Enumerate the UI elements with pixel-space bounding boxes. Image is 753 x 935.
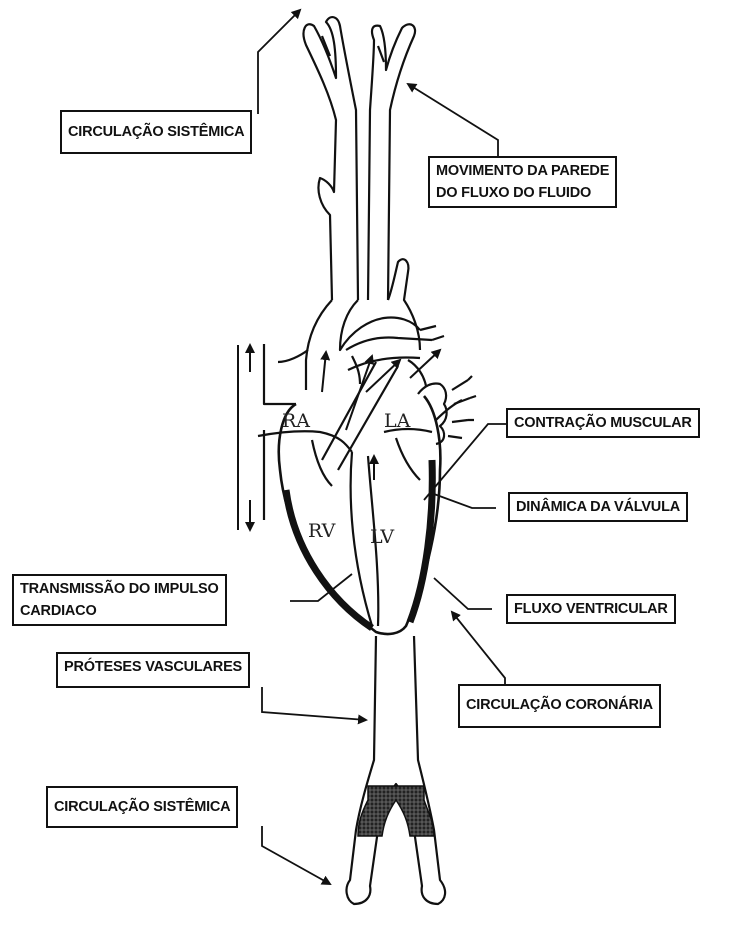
label-text-line1: MOVIMENTO DA PAREDE xyxy=(436,160,609,182)
label-movimento-parede: MOVIMENTO DA PAREDE DO FLUXO DO FLUIDO xyxy=(428,156,617,208)
label-proteses-vasculares: PRÓTESES VASCULARES xyxy=(56,652,250,688)
label-text: DINÂMICA DA VÁLVULA xyxy=(516,496,680,518)
heart xyxy=(258,344,476,634)
label-fluxo-ventricular: FLUXO VENTRICULAR xyxy=(506,594,676,624)
label-text-line2: DO FLUXO DO FLUIDO xyxy=(436,182,609,204)
label-text: CIRCULAÇÃO SISTÊMICA xyxy=(68,121,244,143)
label-text: CONTRAÇÃO MUSCULAR xyxy=(514,412,692,434)
flow-arrows xyxy=(238,345,440,530)
label-text: CIRCULAÇÃO SISTÊMICA xyxy=(54,796,230,818)
label-contracao-muscular: CONTRAÇÃO MUSCULAR xyxy=(506,408,700,438)
chamber-lv: LV xyxy=(370,526,394,548)
chamber-rv: RV xyxy=(308,520,335,542)
vascular-graft xyxy=(358,786,434,836)
label-circulacao-coronaria: CIRCULAÇÃO CORONÁRIA xyxy=(458,684,661,728)
label-text-line1: TRANSMISSÃO DO IMPULSO xyxy=(20,578,219,600)
label-circulacao-sistemica-bottom: CIRCULAÇÃO SISTÊMICA xyxy=(46,786,238,828)
label-text: PRÓTESES VASCULARES xyxy=(64,656,242,678)
label-circulacao-sistemica-top: CIRCULAÇÃO SISTÊMICA xyxy=(60,110,252,154)
lower-aorta xyxy=(347,636,446,904)
label-transmissao-impulso: TRANSMISSÃO DO IMPULSO CARDIACO xyxy=(12,574,227,626)
label-dinamica-valvula: DINÂMICA DA VÁLVULA xyxy=(508,492,688,522)
upper-arteries xyxy=(304,17,416,300)
chamber-la: LA xyxy=(384,410,410,432)
label-text: CIRCULAÇÃO CORONÁRIA xyxy=(466,694,653,716)
aortic-arch xyxy=(306,259,444,390)
callout-lines xyxy=(258,10,510,884)
label-text-line2: CARDIACO xyxy=(20,600,219,622)
label-text: FLUXO VENTRICULAR xyxy=(514,598,668,620)
chamber-ra: RA xyxy=(282,410,310,432)
